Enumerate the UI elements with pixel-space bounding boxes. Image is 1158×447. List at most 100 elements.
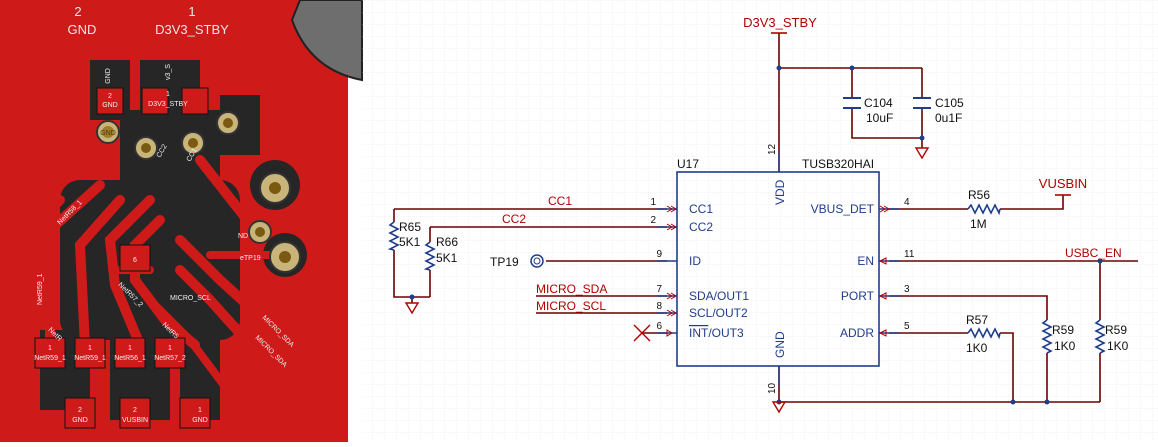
vias [96, 111, 301, 273]
pin-name-int-suffix: /OUT3 [708, 326, 744, 340]
power-port-vusbin[interactable]: VUSBIN [1039, 176, 1087, 196]
pin-number-1: 1 [650, 197, 656, 208]
pin-name-port: PORT [841, 289, 875, 303]
r59-designator-b: R59 [1105, 323, 1127, 337]
pad-net-vusbin: VUSBIN [122, 417, 148, 424]
pin-name-vdd: VDD [773, 179, 787, 205]
pcb-pad2-net: GND [68, 22, 97, 37]
pad-net-netr56-1: NetR56_1 [114, 355, 146, 362]
pcb-pad2-number: 2 [74, 4, 81, 19]
ground-symbols [404, 147, 930, 414]
c105-designator: C105 [935, 96, 964, 110]
schematic-grid [362, 0, 1158, 442]
pcb-label-v3s: v3_S [165, 64, 172, 80]
pcb-small-gnd: GND [102, 102, 118, 109]
ic-part-number: TUSB320HAI [802, 157, 874, 171]
pcb-label-gnd-vertical: GND [105, 68, 112, 84]
resistor-symbols [387, 203, 1106, 354]
pcb-small-d3v3: D3V3_STBY [148, 101, 188, 108]
pcb-small-2: 2 [108, 93, 112, 100]
pin-number-10: 10 [767, 382, 778, 394]
test-point-tp19[interactable]: TP19 [490, 254, 544, 269]
schematic-view[interactable]: 1 2 9 7 8 6 4 11 3 5 12 10 CC1 CC2 ID SD… [362, 0, 1158, 442]
keepout-region [292, 0, 362, 80]
r66-designator: R66 [436, 235, 458, 249]
net-label-usbc-en: USBC_EN [1065, 246, 1122, 260]
ic-pins [657, 152, 899, 386]
board-edge [348, 0, 362, 442]
pad-number-1d: 1 [168, 345, 172, 352]
smd-pads [34, 87, 211, 429]
pin-direction-markers [666, 205, 890, 337]
ic-u17-body[interactable] [676, 171, 880, 367]
r57-value: 1K0 [966, 341, 988, 355]
pad-number-2b: 2 [133, 407, 137, 414]
pin-number-5: 5 [904, 321, 910, 332]
pcb-view[interactable]: 2 GND 1 D3V3_STBY GND v3_S 2 GND 1 D3V3_… [0, 0, 363, 442]
pad-net-netr59-1-b: NetR59_1 [74, 355, 106, 362]
pin-number-9: 9 [656, 249, 662, 260]
pad-number-1b: 1 [88, 345, 92, 352]
pin-name-scl: SCL/OUT2 [689, 306, 748, 320]
power-port-d3v3-stby[interactable]: D3V3_STBY [743, 15, 817, 34]
pcb-label-nd: ND [238, 233, 248, 240]
r56-designator: R56 [968, 188, 990, 202]
pin-name-gnd: GND [773, 331, 787, 358]
via-gnd-label: GND [100, 130, 116, 137]
capacitor-c105[interactable]: C105 0u1F [913, 96, 964, 125]
pin-name-int: INT/OUT3 [689, 326, 744, 340]
pad-net-netr57-2: NetR57_2 [154, 355, 186, 362]
r57-designator: R57 [966, 313, 988, 327]
r65-value: 5K1 [399, 235, 421, 249]
pad-number-2a: 2 [78, 407, 82, 414]
c104-designator: C104 [864, 96, 893, 110]
pad-number-1a: 1 [48, 345, 52, 352]
r59-value-a: 1K0 [1054, 339, 1076, 353]
pad-net-gnd-b: GND [192, 417, 208, 424]
net-label-cc2: CC2 [502, 212, 526, 226]
pcb-pad1-net: D3V3_STBY [155, 22, 229, 37]
no-connect-marker [633, 324, 651, 342]
junctions [409, 65, 1103, 405]
pin-number-4: 4 [904, 197, 910, 208]
net-label-micro-sda: MICRO_SDA [536, 282, 607, 296]
traces [15, 155, 335, 424]
c105-value: 0u1F [935, 111, 962, 125]
pin-name-int-prefix: INT [689, 326, 709, 340]
pad-net-gnd-a: GND [72, 417, 88, 424]
ic-designator: U17 [677, 157, 699, 171]
tp19-designator: TP19 [490, 255, 519, 269]
r59-designator-a: R59 [1052, 323, 1074, 337]
pin-number-6: 6 [656, 321, 662, 332]
pin-number-2: 2 [650, 215, 656, 226]
pcb-pad1-number: 1 [188, 4, 195, 19]
pin-names: CC1 CC2 ID SDA/OUT1 SCL/OUT2 INT/OUT3 VB… [689, 179, 875, 358]
pcb-label-tp19: eTP19 [240, 255, 261, 262]
pcb-label-6: 6 [133, 257, 137, 264]
power-port-d3v3-label: D3V3_STBY [743, 15, 817, 30]
pin-number-3: 3 [904, 284, 910, 295]
pad-number-1c: 1 [128, 345, 132, 352]
pad-net-netr59-1: NetR59_1 [34, 355, 66, 362]
pin-name-en: EN [857, 254, 874, 268]
net-label-micro-scl: MICRO_SCL [536, 299, 606, 313]
pin-name-addr: ADDR [840, 326, 874, 340]
net-label-cc1: CC1 [548, 194, 572, 208]
capacitor-c104[interactable]: C104 10uF [843, 96, 893, 125]
pin-name-cc2: CC2 [689, 220, 713, 234]
r59-value-b: 1K0 [1107, 339, 1129, 353]
pcb-label-netr59: NetR59_1 [37, 273, 44, 305]
pin-name-vbus-det: VBUS_DET [811, 202, 875, 216]
r65-designator: R65 [399, 220, 421, 234]
pin-number-12: 12 [767, 143, 778, 155]
c104-value: 10uF [866, 111, 893, 125]
pin-name-id: ID [689, 254, 701, 268]
r66-value: 5K1 [436, 251, 458, 265]
pin-number-7: 7 [656, 284, 662, 295]
r56-value: 1M [970, 217, 987, 231]
pin-number-11: 11 [904, 249, 915, 260]
pin-numbers: 1 2 9 7 8 6 4 11 3 5 12 10 [650, 143, 914, 394]
pcb-small-1: 1 [166, 91, 170, 98]
